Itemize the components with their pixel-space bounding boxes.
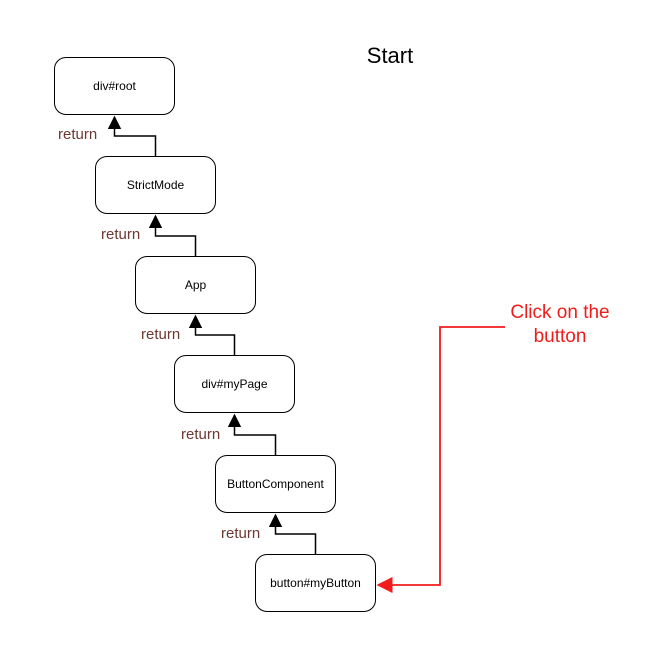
node-label: App xyxy=(184,278,207,292)
connector-mypage-to-app xyxy=(188,314,236,355)
diagram-title: Start xyxy=(366,43,414,68)
node-buttoncomponent: ButtonComponent xyxy=(215,455,336,513)
node-div-root: div#root xyxy=(54,57,175,115)
node-label: div#root xyxy=(93,79,136,93)
annotation-line2: button xyxy=(533,326,587,347)
edge-label-return: return xyxy=(181,426,221,443)
connector-annotation-to-mybutton xyxy=(376,326,505,594)
node-app: App xyxy=(135,256,256,314)
connector-buttoncomponent-to-mypage xyxy=(227,413,277,455)
node-label: ButtonComponent xyxy=(227,477,324,491)
connector-app-to-strictmode xyxy=(148,214,197,256)
edge-label-return: return xyxy=(101,226,141,243)
edge-label-return: return xyxy=(58,126,98,143)
node-strictmode: StrictMode xyxy=(95,156,216,214)
node-label: StrictMode xyxy=(126,178,185,192)
node-div-mypage: div#myPage xyxy=(174,355,295,413)
node-label: div#myPage xyxy=(201,377,268,391)
node-label: button#myButton xyxy=(270,576,361,590)
node-button-mybutton: button#myButton xyxy=(255,554,376,612)
connector-mybutton-to-buttoncomponent xyxy=(268,513,317,554)
annotation-click-button: Click on the button xyxy=(500,301,620,349)
edge-label-return: return xyxy=(141,326,181,343)
annotation-line1: Click on the xyxy=(510,302,610,323)
edge-label-return: return xyxy=(221,525,261,542)
connector-strictmode-to-divroot xyxy=(107,115,157,156)
